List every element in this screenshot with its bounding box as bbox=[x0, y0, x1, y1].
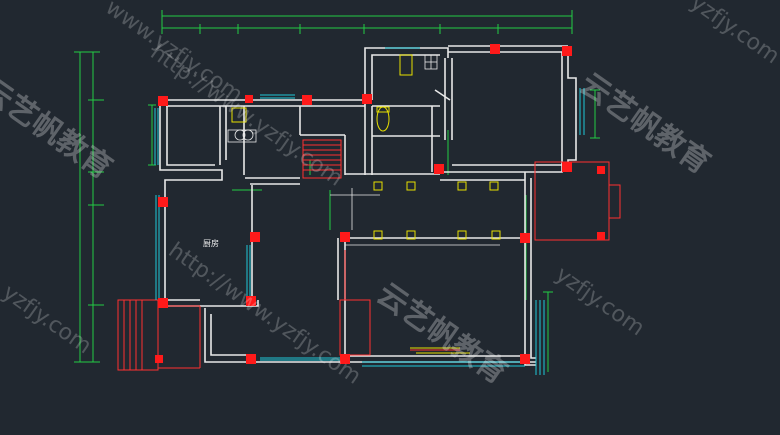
interior-white-details bbox=[227, 54, 500, 246]
outer-walls bbox=[159, 45, 577, 366]
dimension-lines bbox=[74, 10, 600, 372]
room-label-kitchen: 厨房 bbox=[203, 239, 219, 248]
fixtures bbox=[231, 54, 501, 354]
windows bbox=[154, 47, 585, 375]
stair bbox=[117, 139, 621, 371]
columns bbox=[155, 44, 605, 364]
